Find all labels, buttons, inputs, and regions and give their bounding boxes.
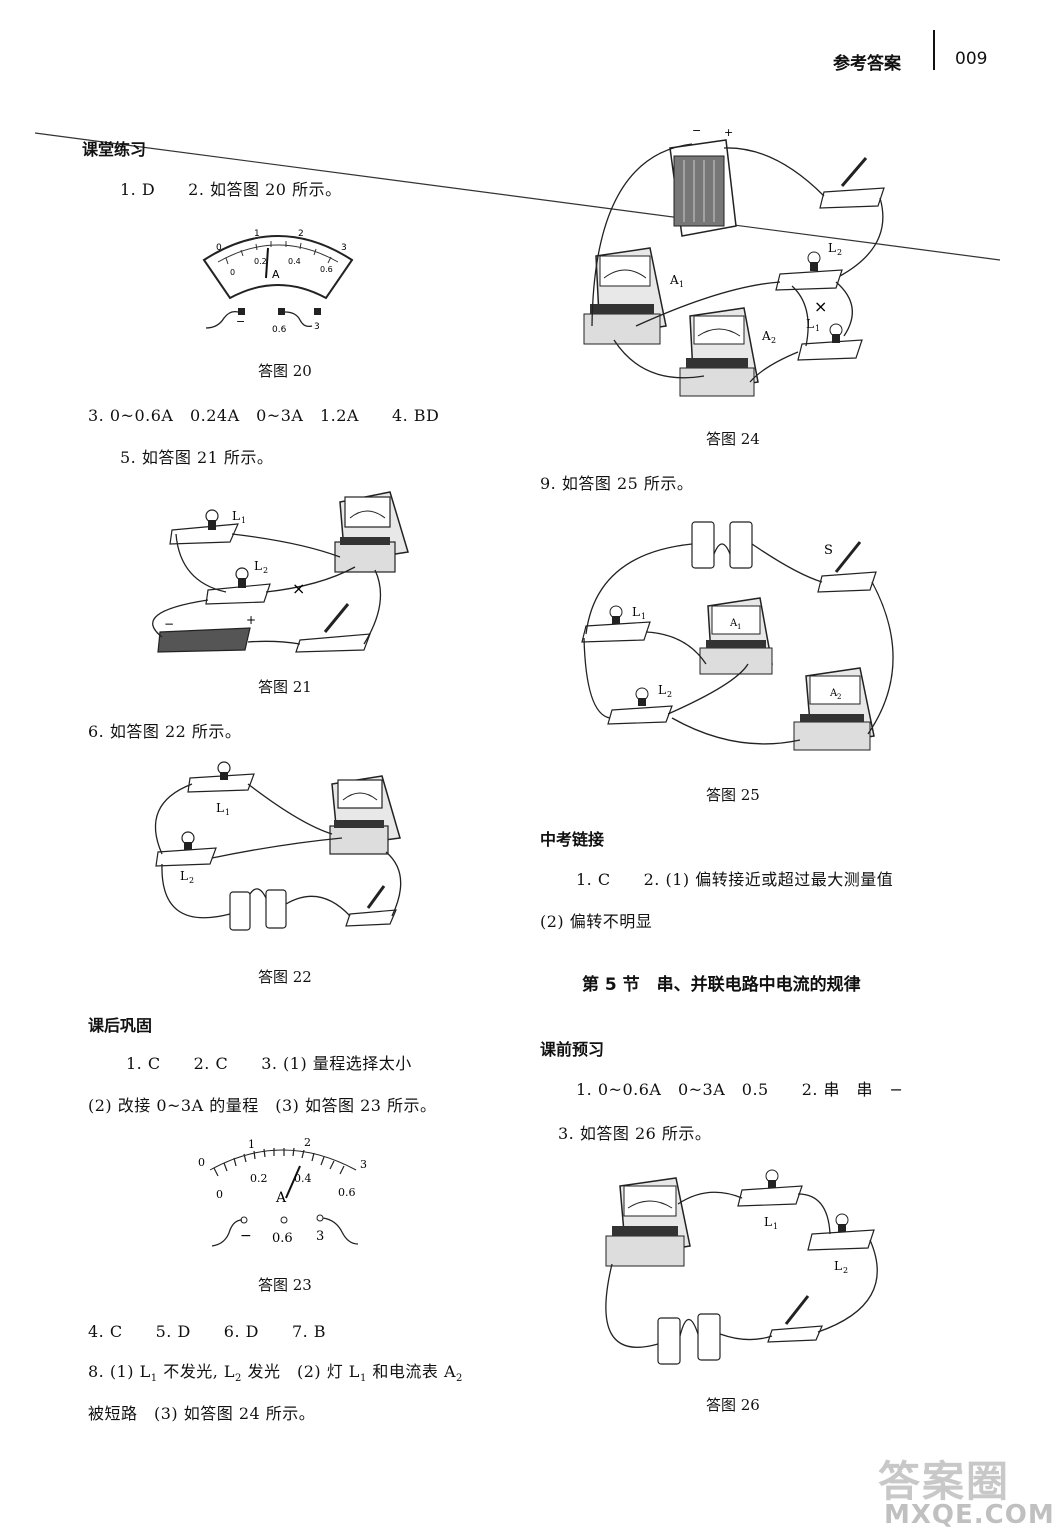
- answer-line: 3. 如答图 26 所示。: [558, 1124, 712, 1143]
- fig26-label-L2: L: [834, 1259, 842, 1273]
- fig21-plus: +: [246, 613, 256, 627]
- dial23-bottom-tick-0: 0: [216, 1188, 223, 1201]
- fig26-label-L1: L: [764, 1215, 772, 1229]
- answer-line: 被短路 (3) 如答图 24 所示。: [88, 1404, 316, 1423]
- fig24-label-A2-sub: 2: [771, 336, 776, 345]
- ammeter-dial-figure-23: 0 1 2 3 0 0.2 0.4 0.6 A − 0.6 3: [198, 1136, 367, 1247]
- section-heading-classroom: 课堂练习: [82, 140, 147, 159]
- dial23-bottom-tick-1: 0.2: [250, 1172, 268, 1185]
- dial23-bottom-tick-3: 0.6: [338, 1186, 356, 1199]
- fig21-label-L1-sub: 1: [241, 516, 246, 525]
- fig24-label-A1: A: [669, 273, 679, 287]
- svg-text:×: ×: [814, 297, 827, 316]
- section-heading-preview: 课前预习: [540, 1040, 605, 1059]
- answer-line: (2) 改接 0~3A 的量程 (3) 如答图 23 所示。: [88, 1096, 437, 1115]
- answer-line: 1. C 2. C 3. (1) 量程选择太小: [126, 1054, 412, 1073]
- watermark-logo: 答案圈: [878, 1457, 1011, 1506]
- fig22-label-L2: L: [180, 869, 188, 883]
- fig24-plus: +: [724, 126, 733, 139]
- answer-line: 1. D 2. 如答图 20 所示。: [120, 180, 342, 199]
- dial20-top-tick-0: 0: [216, 243, 222, 253]
- watermark-url: MXQE.COM: [884, 1500, 1055, 1530]
- svg-text:×: ×: [292, 579, 305, 598]
- fig24-label-A2: A: [761, 329, 771, 343]
- dial20-top-tick-1: 1: [254, 229, 260, 239]
- answer-line: 4. C 5. D 6. D 7. B: [88, 1322, 327, 1341]
- answer-line: 9. 如答图 25 所示。: [540, 474, 694, 493]
- section-heading-exam-link: 中考链接: [540, 830, 605, 849]
- dial20-unit: A: [272, 268, 280, 281]
- fig25-label-A2: A: [829, 688, 838, 699]
- dial20-top-tick-3: 3: [341, 243, 347, 253]
- answer-line-8: 8. (1) L1 不发光, L2 发光 (2) 灯 L1 和电流表 A2: [88, 1362, 463, 1385]
- dial23-unit: A: [275, 1190, 287, 1206]
- dial20-terminal-1: 0.6: [272, 325, 287, 335]
- figure-23-caption: 答图 23: [258, 1276, 312, 1294]
- figure-24-caption: 答图 24: [706, 430, 760, 448]
- dial20-bottom-tick-0: 0: [230, 268, 235, 277]
- fig25-label-S: S: [824, 543, 833, 558]
- fig25-label-A1-sub: 1: [737, 623, 741, 631]
- fig21-minus: −: [164, 617, 174, 631]
- fig25-label-L2: L: [658, 683, 666, 697]
- fig21-label-L2: L: [254, 559, 262, 573]
- fig26-label-L2-sub: 2: [843, 1266, 848, 1275]
- figure-25-caption: 答图 25: [706, 786, 760, 804]
- fig24-label-A1-sub: 1: [679, 280, 684, 289]
- answer-line: 6. 如答图 22 所示。: [88, 722, 242, 741]
- fig25-label-A1: A: [729, 618, 738, 629]
- dial20-bottom-tick-2: 0.4: [288, 257, 301, 266]
- figure-22-caption: 答图 22: [258, 968, 312, 986]
- dial20-bottom-tick-1: 0.2: [254, 257, 267, 266]
- circuit-figure-24: − + A 1 A 2 L 2 L 1 ×: [583, 124, 885, 397]
- dial23-top-tick-1: 1: [248, 1138, 255, 1151]
- circuit-figure-25: S L 1 A 1 L 2 A 2: [581, 521, 894, 751]
- figure-26-caption: 答图 26: [706, 1396, 760, 1414]
- fig26-label-L1-sub: 1: [773, 1222, 778, 1231]
- dial23-terminal-0: −: [240, 1228, 252, 1244]
- dial23-bottom-tick-2: 0.4: [294, 1172, 312, 1185]
- answer-line: 1. C 2. (1) 偏转接近或超过最大测量值: [576, 870, 894, 889]
- dial20-bottom-tick-3: 0.6: [320, 265, 333, 274]
- fig22-label-L1-sub: 1: [225, 808, 230, 817]
- section-title: 第 5 节 串、并联电路中电流的规律: [582, 975, 861, 995]
- fig25-label-L2-sub: 2: [667, 690, 672, 699]
- dial23-terminal-2: 3: [316, 1229, 324, 1244]
- dial23-top-tick-3: 3: [360, 1158, 367, 1171]
- answer-line: 5. 如答图 21 所示。: [120, 448, 274, 467]
- fig25-label-L1-sub: 1: [641, 612, 646, 621]
- fig24-label-L2: L: [828, 241, 836, 255]
- fig24-minus: −: [692, 124, 701, 137]
- scan-line: [34, 132, 1001, 261]
- figure-20-caption: 答图 20: [258, 362, 312, 380]
- dial23-top-tick-2: 2: [304, 1136, 311, 1149]
- answer-line: (2) 偏转不明显: [540, 912, 653, 931]
- fig25-label-A2-sub: 2: [837, 693, 841, 701]
- figure-21-caption: 答图 21: [258, 678, 312, 696]
- answer-line: 1. 0~0.6A 0~3A 0.5 2. 串 串 −: [576, 1080, 904, 1099]
- dial23-top-tick-0: 0: [198, 1156, 205, 1169]
- dial20-terminal-0: −: [236, 315, 245, 328]
- dial20-terminal-2: 3: [314, 322, 320, 332]
- fig24-label-L1: L: [806, 317, 814, 331]
- circuit-figure-21: L 1 L 2 − + ×: [152, 491, 409, 653]
- fig21-label-L1: L: [232, 509, 240, 523]
- section-heading-after-class: 课后巩固: [88, 1016, 153, 1035]
- header-divider: [933, 30, 935, 70]
- answer-line: 3. 0~0.6A 0.24A 0~3A 1.2A 4. BD: [88, 406, 440, 425]
- fig25-label-L1: L: [632, 605, 640, 619]
- header-title: 参考答案: [833, 54, 901, 74]
- dial23-terminal-1: 0.6: [272, 1231, 293, 1246]
- ammeter-dial-figure-20: 0 1 2 3 0 0.2 0.4 0.6 A − 0.6 3: [202, 229, 354, 335]
- circuit-figure-22: L 1 L 2: [154, 761, 402, 931]
- fig22-label-L1: L: [216, 801, 224, 815]
- fig22-label-L2-sub: 2: [189, 876, 194, 885]
- fig24-label-L1-sub: 1: [815, 324, 820, 333]
- circuit-figure-26: L 1 L 2: [605, 1169, 878, 1365]
- dial20-top-tick-2: 2: [298, 229, 304, 239]
- fig21-label-L2-sub: 2: [263, 566, 268, 575]
- page-number: 009: [955, 49, 988, 69]
- fig24-label-L2-sub: 2: [837, 248, 842, 257]
